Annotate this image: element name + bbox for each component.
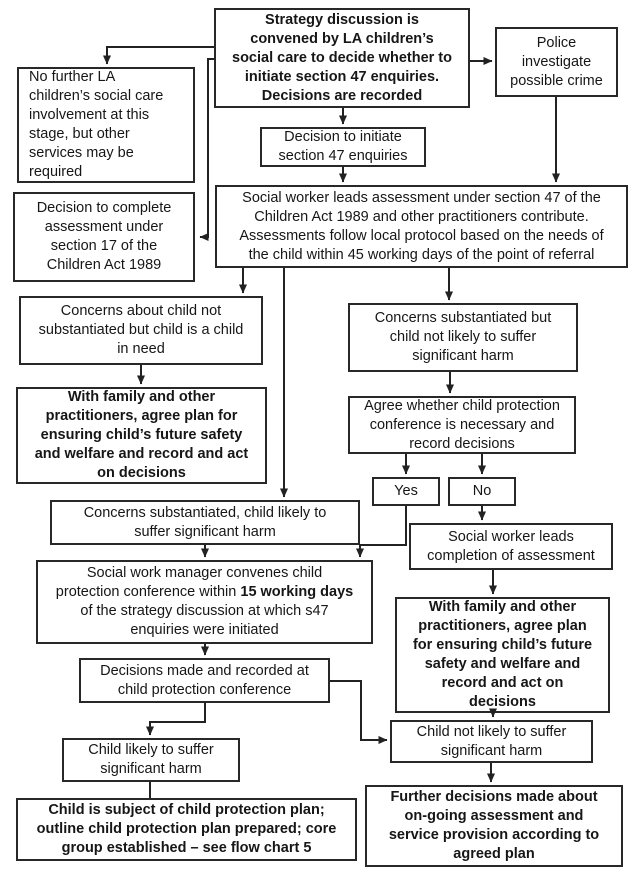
node-child-not-likely: Child not likely to suffer significant h… [390, 720, 593, 763]
node-decision-initiate-s47: Decision to initiate section 47 enquirie… [260, 127, 426, 167]
node-s47-assessment-text: Social worker leads assessment under sec… [239, 189, 604, 263]
node-decision-initiate-s47-text: Decision to initiate section 47 enquirie… [278, 129, 408, 164]
node-strategy-discussion-text: Strategy discussion is convened by LA ch… [232, 11, 452, 104]
node-concerns-not-substantiated: Concerns about child not substantiated b… [19, 296, 263, 365]
node-sw-completion: Social worker leads completion of assess… [409, 523, 613, 570]
arrow-decisions-to-child-not-likely [330, 680, 388, 744]
node-with-family-plan-right-text: With family and other practitioners, agr… [412, 599, 593, 710]
node-no: No [448, 477, 516, 506]
node-yes-text: Yes [394, 483, 418, 499]
node-police-investigate: Police investigate possible crime [495, 27, 618, 97]
node-decisions-made: Decisions made and recorded at child pro… [79, 658, 330, 703]
node-with-family-plan-left: With family and other practitioners, agr… [16, 387, 267, 484]
node-child-likely: Child likely to suffer significant harm [62, 738, 240, 782]
node-further-decisions: Further decisions made about on-going as… [365, 785, 623, 867]
node-sw-manager-conference: Social work manager convenes child prote… [36, 560, 373, 644]
node-child-not-likely-text: Child not likely to suffer significant h… [416, 723, 567, 759]
node-agree-conference-text: Agree whether child protection conferenc… [364, 397, 560, 452]
sw-manager-text-after: of the strategy discussion at which s47 … [80, 603, 329, 638]
node-yes: Yes [372, 477, 440, 506]
node-section17-assessment: Decision to complete assessment under se… [13, 192, 195, 282]
node-with-family-plan-left-text: With family and other practitioners, agr… [34, 389, 249, 481]
node-s47-assessment: Social worker leads assessment under sec… [215, 185, 628, 268]
node-child-protection-plan-text: Child is subject of child protection pla… [36, 802, 337, 856]
node-child-protection-plan: Child is subject of child protection pla… [16, 798, 357, 861]
node-sw-manager-conference-text: Social work manager convenes child prote… [56, 564, 353, 640]
node-concerns-substantiated-not-likely-text: Concerns substantiated but child not lik… [374, 310, 552, 364]
node-child-likely-text: Child likely to suffer significant harm [88, 742, 214, 777]
arrow-strategy-to-section17 [199, 58, 214, 241]
node-no-further-involvement-text: No further LA children’s social care inv… [29, 69, 164, 180]
node-concerns-substantiated-likely-text: Concerns substantiated, child likely to … [83, 504, 327, 540]
node-police-investigate-text: Police investigate possible crime [510, 34, 603, 89]
node-with-family-plan-right: With family and other practitioners, agr… [395, 597, 610, 713]
sw-manager-text-bold: 15 working days [240, 584, 354, 600]
node-concerns-not-substantiated-text: Concerns about child not substantiated b… [38, 303, 244, 357]
node-no-further-involvement: No further LA children’s social care inv… [17, 67, 195, 183]
node-sw-completion-text: Social worker leads completion of assess… [427, 528, 595, 564]
arrow-strategy-to-no-further [103, 46, 214, 65]
node-agree-conference: Agree whether child protection conferenc… [348, 396, 576, 454]
node-no-text: No [472, 483, 492, 499]
node-concerns-substantiated-likely: Concerns substantiated, child likely to … [50, 500, 360, 545]
node-further-decisions-text: Further decisions made about on-going as… [388, 789, 600, 862]
node-concerns-substantiated-not-likely: Concerns substantiated but child not lik… [348, 303, 578, 372]
node-section17-assessment-text: Decision to complete assessment under se… [36, 200, 172, 273]
sw-manager-text-before: Social work manager convenes child prote… [55, 565, 323, 600]
arrow-decisions-to-child-likely [146, 703, 206, 736]
arrow-yes-to-manager [356, 506, 407, 558]
node-strategy-discussion: Strategy discussion is convened by LA ch… [214, 8, 470, 108]
node-decisions-made-text: Decisions made and recorded at child pro… [100, 662, 309, 698]
